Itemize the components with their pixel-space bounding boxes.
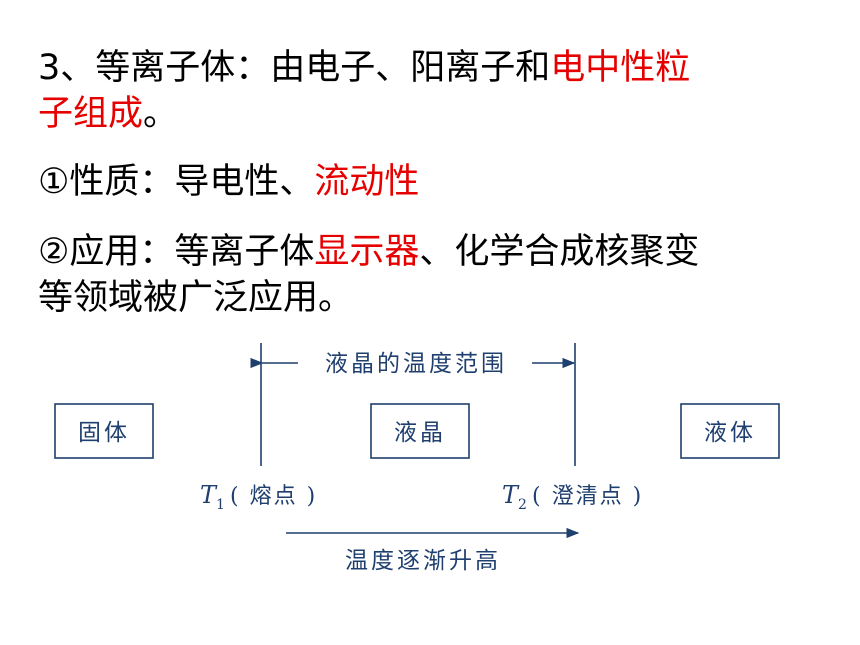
application-line-1: ②应用：等离子体显示器、化学合成核聚变 [38, 230, 699, 274]
heading-highlight: 电中性粒 [550, 48, 691, 88]
application-text-2: 等领域被广泛应用。 [38, 278, 354, 318]
application-highlight: 显示器 [314, 232, 420, 272]
liquid-box [680, 403, 780, 459]
application-text-end: 、化学合成核聚变 [419, 232, 700, 272]
range-label: 液晶的温度范围 [325, 351, 507, 377]
heading-end: 。 [143, 94, 179, 134]
t2-symbol: T [502, 481, 520, 509]
heading-line-2: 子组成。 [38, 92, 178, 136]
application-line-2: 等领域被广泛应用。 [38, 276, 353, 320]
t2-subscript: 2 [518, 497, 527, 513]
heading-highlight-cont: 子组成 [38, 94, 144, 134]
property-line: ①性质：导电性、流动性 [38, 160, 419, 204]
temperature-label: 温度逐渐升高 [345, 548, 501, 574]
application-text: ②应用：等离子体 [38, 232, 315, 272]
t1-subscript: 1 [216, 497, 225, 513]
property-highlight: 流动性 [314, 162, 420, 202]
liquid-crystal-box [370, 403, 470, 459]
heading-text: 3、等离子体：由电子、阳离子和 [38, 48, 551, 88]
t1-symbol: T [200, 481, 218, 509]
liquid-crystal-diagram: 液晶的温度范围 固体 液晶 液体 T 1 ( 熔点 ) T 2 ( 澄清点 ) … [54, 343, 780, 574]
t1-label: ( 熔点 ) [230, 484, 317, 509]
property-text: ①性质：导电性、 [38, 162, 315, 202]
solid-box [54, 403, 154, 459]
solid-label: 固体 [78, 420, 130, 446]
t2-label: ( 澄清点 ) [532, 484, 643, 509]
liquid-label: 液体 [704, 420, 756, 446]
liquid-crystal-label: 液晶 [394, 420, 446, 446]
heading-line-1: 3、等离子体：由电子、阳离子和电中性粒 [38, 46, 690, 90]
